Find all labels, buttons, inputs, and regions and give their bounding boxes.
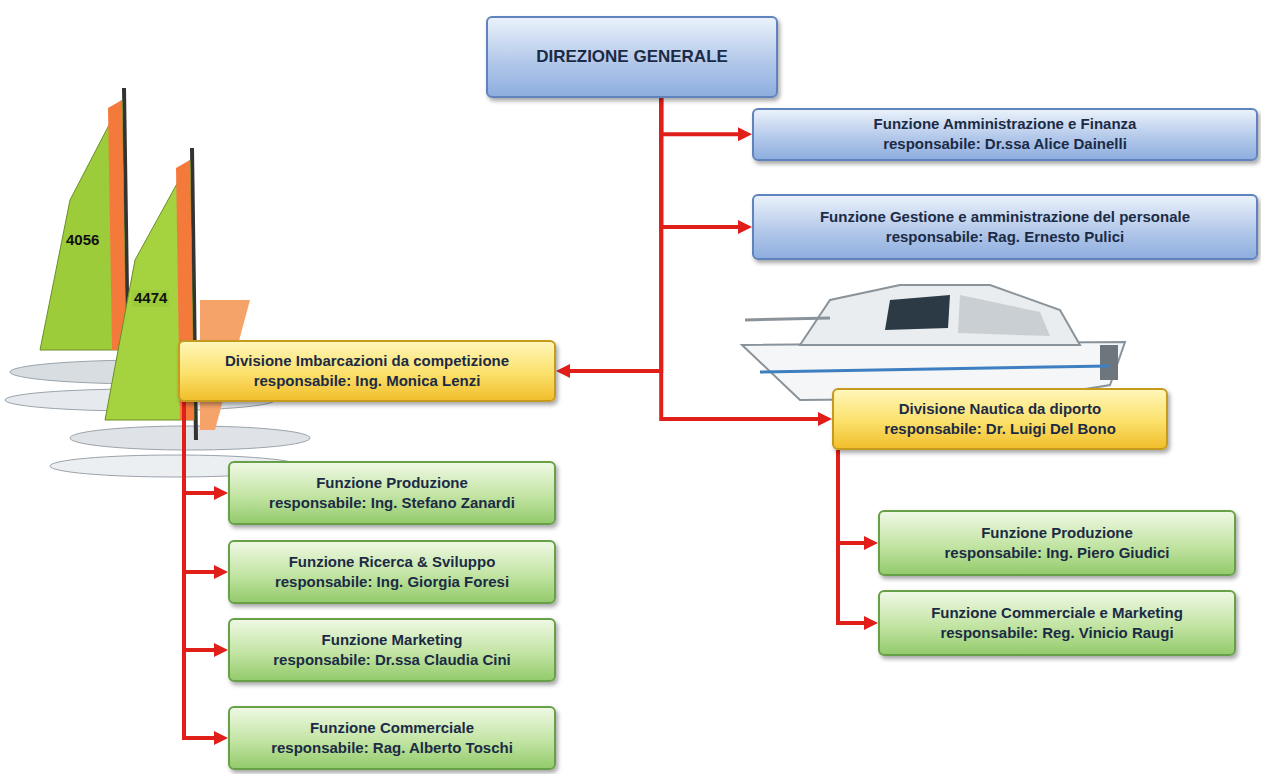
canopy	[958, 295, 1050, 336]
stripe	[760, 366, 1110, 372]
box-subtitle: responsabile: Rag. Alberto Toschi	[271, 738, 513, 758]
connector	[184, 402, 221, 738]
box-subtitle: responsabile: Dr.ssa Alice Dainelli	[883, 134, 1127, 154]
box-subtitle: responsabile: Rag. Ernesto Pulici	[886, 227, 1124, 247]
box-title: Divisione Nautica da diporto	[899, 399, 1102, 419]
box-subtitle: responsabile: Ing. Monica Lenzi	[254, 371, 481, 391]
connector	[661, 98, 745, 227]
railing	[745, 318, 830, 320]
box-title: Funzione Amministrazione e Finanza	[874, 114, 1137, 134]
box-subtitle: responsabile: Ing. Stefano Zanardi	[269, 493, 515, 513]
box-title: Funzione Ricerca & Sviluppo	[289, 552, 496, 572]
function-box: Funzione Marketingresponsabile: Dr.ssa C…	[228, 618, 556, 682]
function-box: Funzione Ricerca & Svilupporesponsabile:…	[228, 540, 556, 604]
connector	[838, 450, 871, 543]
division-box: Divisione Imbarcazioni da competizionere…	[178, 340, 556, 402]
connector	[563, 98, 661, 371]
function-box: Funzione Gestione e amministrazione del …	[752, 194, 1258, 260]
sail-number: 4056	[64, 232, 101, 249]
box-subtitle: responsabile: Ing. Giorgia Foresi	[275, 572, 509, 592]
function-box: Funzione Produzioneresponsabile: Ing. Pi…	[878, 510, 1236, 576]
head-box: DIREZIONE GENERALE	[486, 16, 778, 98]
window	[885, 295, 950, 330]
box-subtitle: responsabile: Dr. Luigi Del Bono	[884, 419, 1116, 439]
box-title: DIREZIONE GENERALE	[536, 46, 728, 69]
division-box: Divisione Nautica da diportoresponsabile…	[832, 388, 1168, 450]
box-title: Funzione Marketing	[322, 630, 463, 650]
box-title: Funzione Gestione e amministrazione del …	[820, 207, 1190, 227]
box-title: Divisione Imbarcazioni da competizione	[225, 351, 509, 371]
connector	[661, 98, 745, 134]
engine	[1100, 345, 1118, 380]
connector	[184, 402, 221, 572]
sail-number: 4474	[132, 290, 169, 307]
box-title: Funzione Commerciale	[310, 718, 474, 738]
sail-stripe	[108, 100, 126, 350]
function-box: Funzione Commercialeresponsabile: Rag. A…	[228, 706, 556, 770]
cabin	[800, 285, 1080, 345]
box-title: Funzione Produzione	[981, 523, 1133, 543]
function-box: Funzione Produzioneresponsabile: Ing. St…	[228, 461, 556, 525]
hull	[70, 426, 310, 450]
connector	[184, 402, 221, 650]
sail	[40, 100, 126, 350]
motorboat	[742, 285, 1125, 400]
box-subtitle: responsabile: Ing. Piero Giudici	[944, 543, 1169, 563]
box-subtitle: responsabile: Dr.ssa Claudia Cini	[273, 650, 511, 670]
connector	[184, 402, 221, 493]
sailboats	[5, 88, 310, 477]
box-subtitle: responsabile: Reg. Vinicio Raugi	[940, 623, 1173, 643]
box-title: Funzione Produzione	[316, 473, 468, 493]
box-title: Funzione Commerciale e Marketing	[931, 603, 1183, 623]
connector	[838, 450, 871, 623]
function-box: Funzione Commerciale e Marketingresponsa…	[878, 590, 1236, 656]
function-box: Funzione Amministrazione e Finanzarespon…	[752, 108, 1258, 161]
